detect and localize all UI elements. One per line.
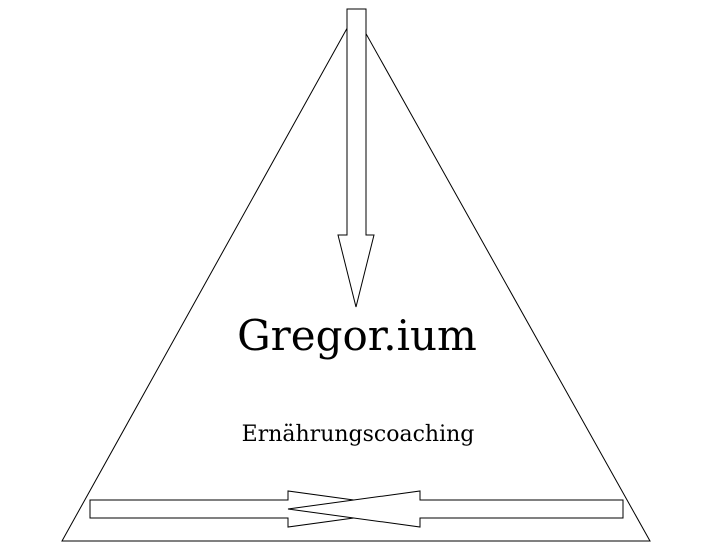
diagram-subtitle: Ernährungscoaching	[242, 422, 475, 447]
diagram-title: Gregor.ium	[237, 311, 477, 360]
triangle-outline	[61, 12, 651, 542]
down-arrow	[337, 8, 375, 308]
left-arrow	[287, 490, 624, 528]
